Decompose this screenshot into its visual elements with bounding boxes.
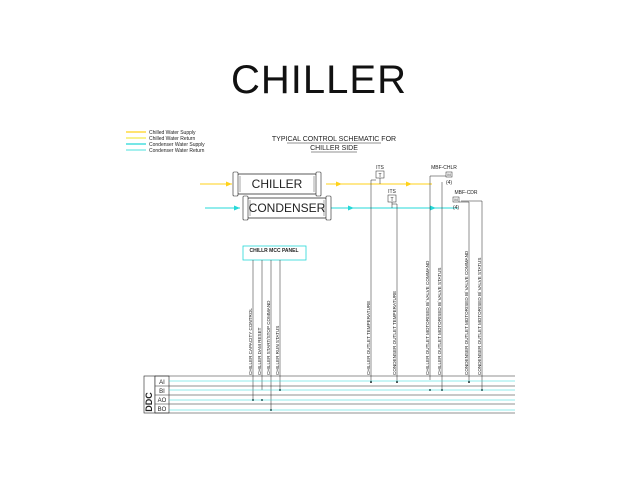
its-condenser-sensor: ITS T	[387, 189, 397, 208]
chiller-vessel: CHILLER	[232, 171, 322, 197]
svg-text:ITS: ITS	[376, 165, 384, 171]
signal-label: CHILLER OUTLET MOTORISED B/ VALVE COMMAN…	[425, 260, 430, 375]
condenser-label: CONDENSER	[249, 201, 326, 215]
ddc-row-label: BI	[159, 389, 165, 395]
signal-label: CONDENSER OUTLET TEMPERATURE	[392, 291, 397, 375]
legend-label-chwr: Chilled Water Return	[149, 136, 195, 142]
ddc-bus: DDC AI BI AO BO	[143, 375, 515, 414]
chilled-water-pipe	[200, 181, 432, 187]
mcc-signal-lines	[252, 260, 281, 410]
condenser-vessel: CONDENSER	[242, 195, 332, 221]
legend-label-cws: Condenser Water Supply	[149, 142, 205, 148]
slide-title: CHILLER	[231, 58, 407, 102]
svg-text:T: T	[378, 173, 381, 179]
svg-text:MBF-CHLR: MBF-CHLR	[431, 165, 457, 171]
signal-labels: CHILLER CAPACITY CONTROL CHILLER DAM RES…	[248, 250, 482, 375]
signal-label: CONDENSER OUTLET MOTORISED B/ VALVE STAT…	[477, 258, 482, 375]
ddc-label: DDC	[144, 392, 154, 412]
ddc-row-label: AI	[159, 380, 165, 386]
legend-label-cwr: Condenser Water Return	[149, 148, 205, 154]
signal-label: CONDENSER OUTLET MOTORISED B/ VALVE COMM…	[464, 250, 469, 375]
svg-text:MBF-CDR: MBF-CDR	[454, 190, 477, 196]
ddc-row-label: BO	[158, 407, 167, 413]
signal-label: CHILLER DAM RESET	[257, 327, 262, 375]
mbf-chlr-valve: MBF-CHLR M (4)	[431, 165, 457, 186]
svg-text:T: T	[390, 197, 393, 203]
mbf-cdr-valve: MBF-CDR M (4)	[452, 190, 478, 211]
legend-label-chws: Chilled Water Supply	[149, 130, 196, 136]
ddc-row-label: AO	[158, 398, 167, 404]
its-chiller-sensor: ITS T	[375, 165, 385, 184]
valve-signal-routing	[370, 175, 483, 390]
svg-text:M: M	[454, 197, 457, 202]
svg-text:(4): (4)	[453, 205, 459, 211]
diagram-subheading: CHILLER SIDE	[310, 145, 358, 152]
signal-label: CHILLER OUTLET MOTORISED B/ VALVE STATUS	[437, 268, 442, 375]
signal-label: CHILLER CAPACITY CONTROL	[248, 308, 253, 375]
bus-connection-dots	[252, 381, 483, 411]
mcc-panel: CHILLR MCC PANEL	[242, 245, 307, 261]
condenser-water-pipe	[205, 205, 458, 211]
svg-text:M: M	[447, 172, 450, 177]
signal-label: CHILLER START/STOP COMMAND	[266, 300, 271, 375]
signal-label: CHILLER RUN STATUS	[275, 326, 280, 375]
svg-text:(4): (4)	[446, 180, 452, 186]
chiller-label: CHILLER	[252, 177, 303, 191]
signal-label: CHILLER OUTLET TEMPERATURE	[366, 301, 371, 375]
mcc-panel-label: CHILLR MCC PANEL	[249, 248, 298, 254]
diagram-heading: TYPICAL CONTROL SCHEMATIC FOR	[272, 136, 396, 143]
legend: Chilled Water Supply Chilled Water Retur…	[126, 130, 205, 154]
svg-text:ITS: ITS	[388, 189, 396, 195]
